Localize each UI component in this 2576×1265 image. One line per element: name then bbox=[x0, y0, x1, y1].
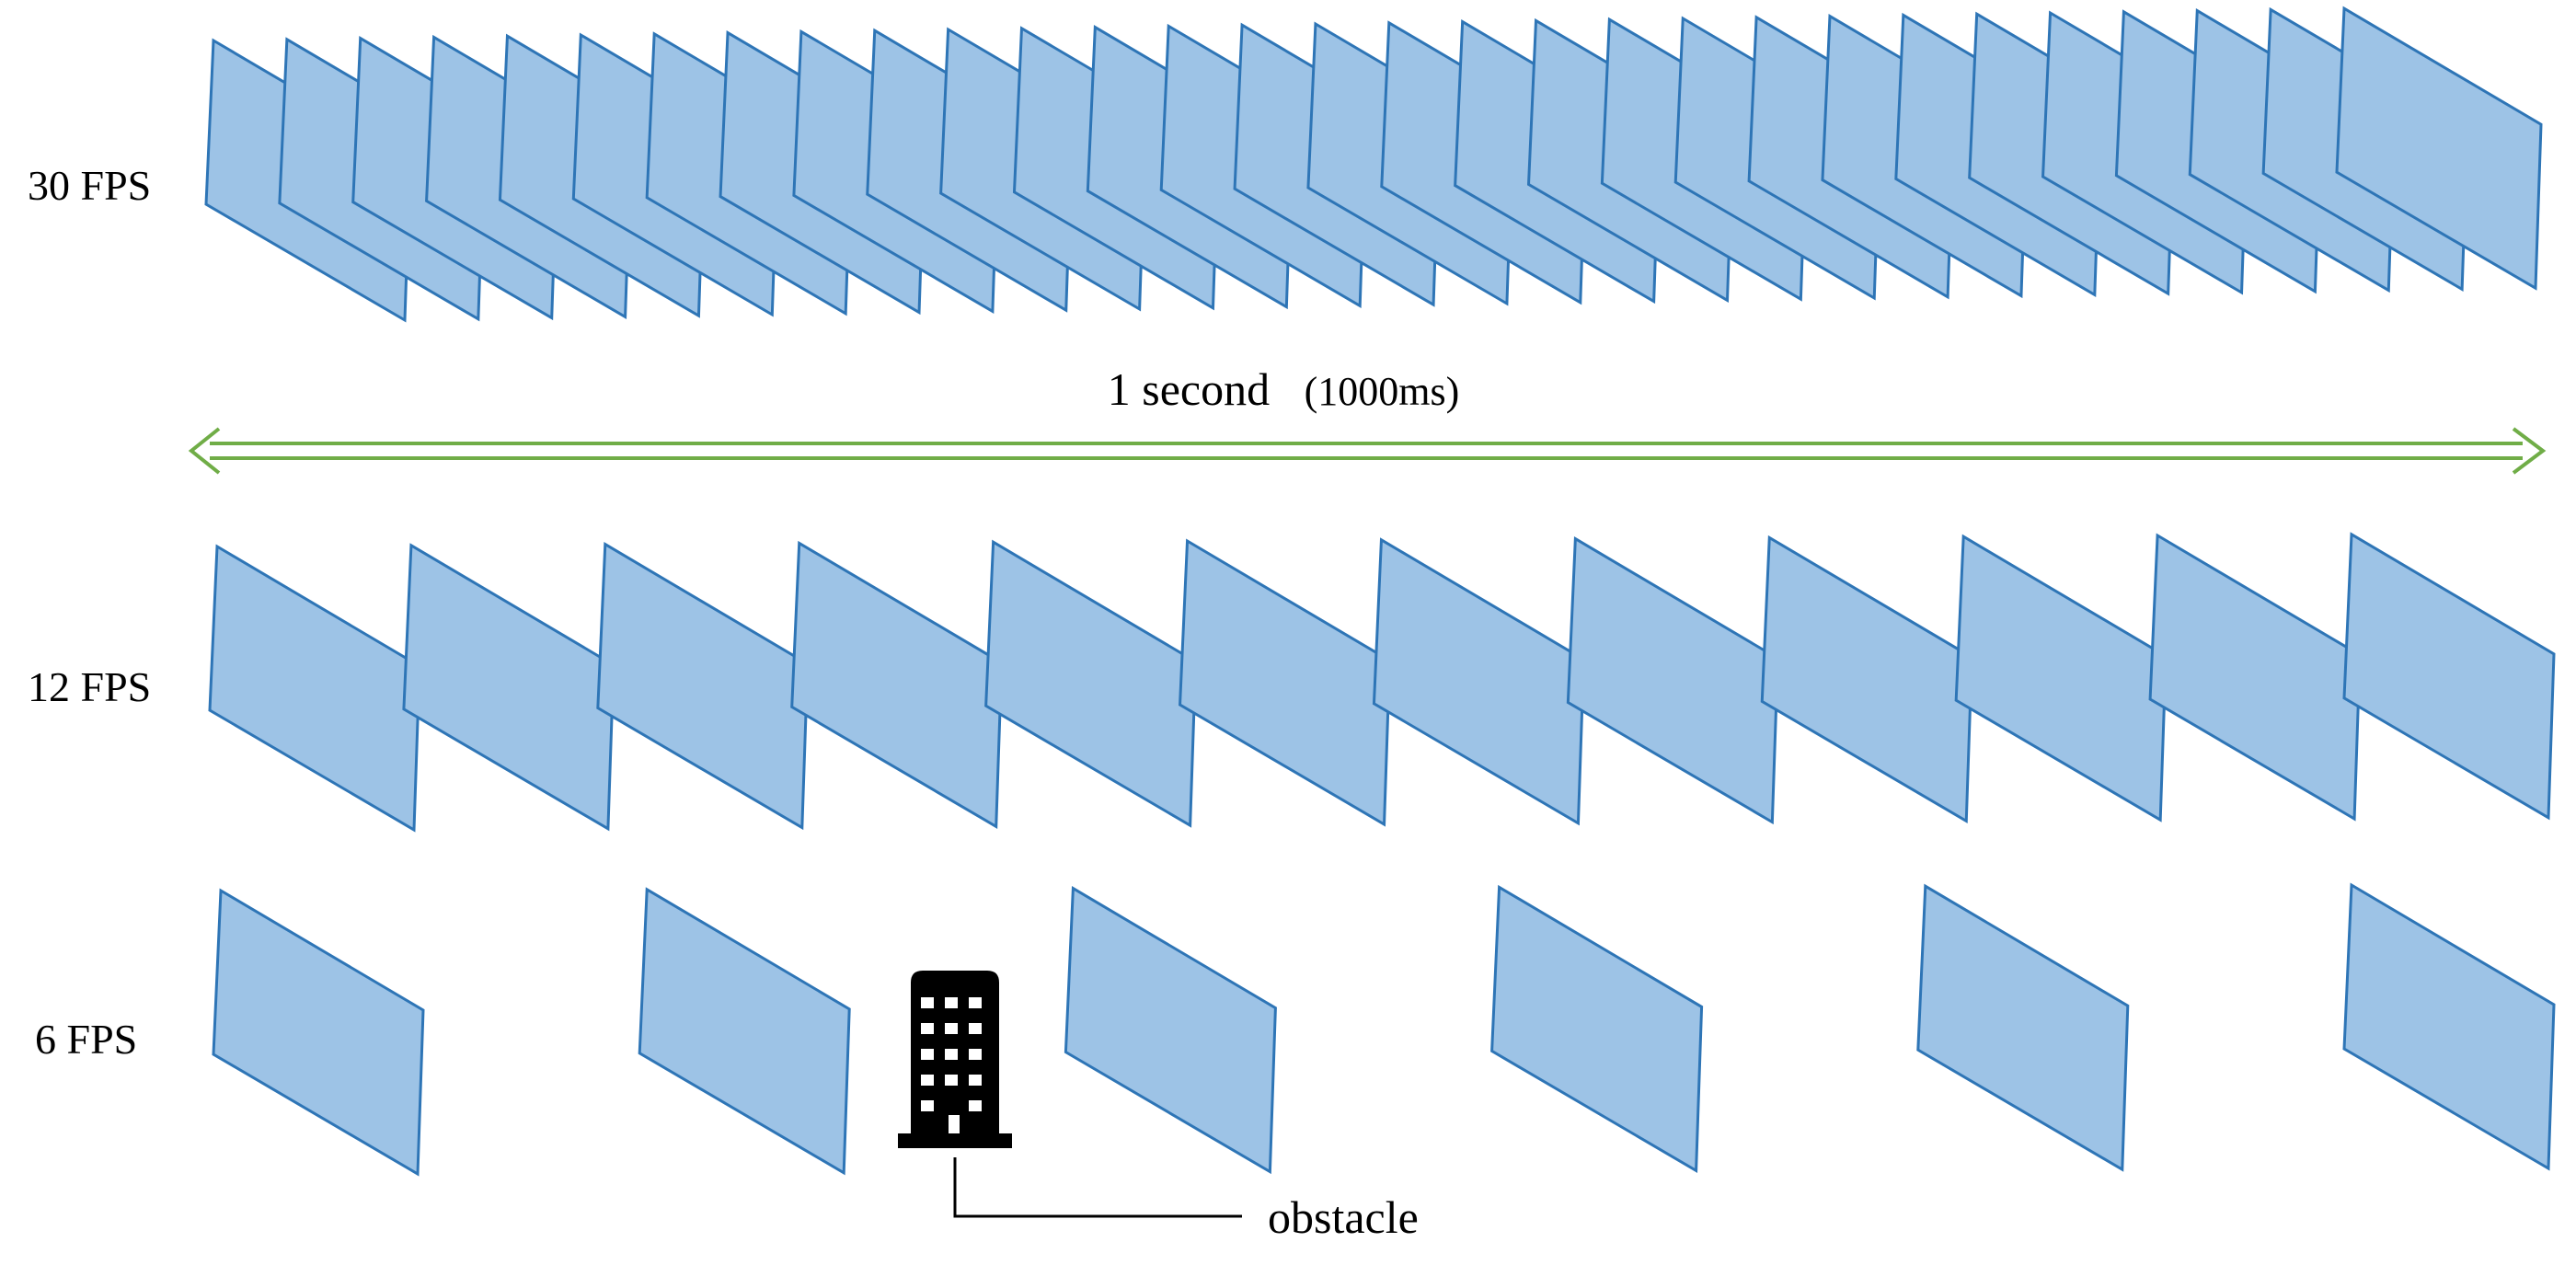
frame-12fps-5 bbox=[984, 539, 1198, 828]
frame-12fps-4 bbox=[790, 540, 1004, 829]
frame-12fps-12 bbox=[2342, 532, 2556, 821]
frame-12fps-10 bbox=[1954, 534, 2168, 822]
duration-caption: 1 second (1000ms) bbox=[1108, 363, 1460, 415]
frame-12fps-6 bbox=[1179, 538, 1392, 827]
frame-6fps-2 bbox=[638, 887, 851, 1176]
frame-6fps-4 bbox=[1490, 884, 1704, 1173]
duration-main: 1 second bbox=[1108, 363, 1270, 415]
row-label-12fps: 12 FPS bbox=[28, 663, 151, 710]
obstacle-callout-line bbox=[953, 1157, 1242, 1218]
frame-12fps-2 bbox=[402, 543, 615, 832]
building-icon bbox=[898, 971, 1012, 1148]
arrow-left-head bbox=[188, 427, 221, 475]
frames-30fps bbox=[204, 6, 2543, 323]
duration-arrow bbox=[188, 427, 2547, 475]
row-label-30fps: 30 FPS bbox=[28, 162, 151, 209]
frame-12fps-1 bbox=[208, 544, 421, 833]
arrow-right-head bbox=[2512, 427, 2547, 475]
frames-12fps bbox=[208, 532, 2556, 833]
frames-6fps bbox=[212, 882, 2556, 1177]
frame-12fps-8 bbox=[1566, 536, 1779, 825]
frame-6fps-6 bbox=[2342, 882, 2556, 1171]
duration-detail: (1000ms) bbox=[1305, 369, 1460, 414]
frame-12fps-3 bbox=[596, 542, 810, 831]
frame-6fps-3 bbox=[1064, 886, 1277, 1175]
frame-12fps-9 bbox=[1760, 535, 1973, 823]
obstacle-label: obstacle bbox=[1268, 1191, 1419, 1243]
frame-30fps-30 bbox=[2335, 6, 2543, 291]
frame-12fps-11 bbox=[2148, 533, 2362, 822]
row-label-6fps: 6 FPS bbox=[35, 1016, 137, 1063]
frame-6fps-1 bbox=[212, 888, 425, 1177]
frame-12fps-7 bbox=[1372, 537, 1585, 826]
frame-6fps-5 bbox=[1916, 883, 2130, 1172]
